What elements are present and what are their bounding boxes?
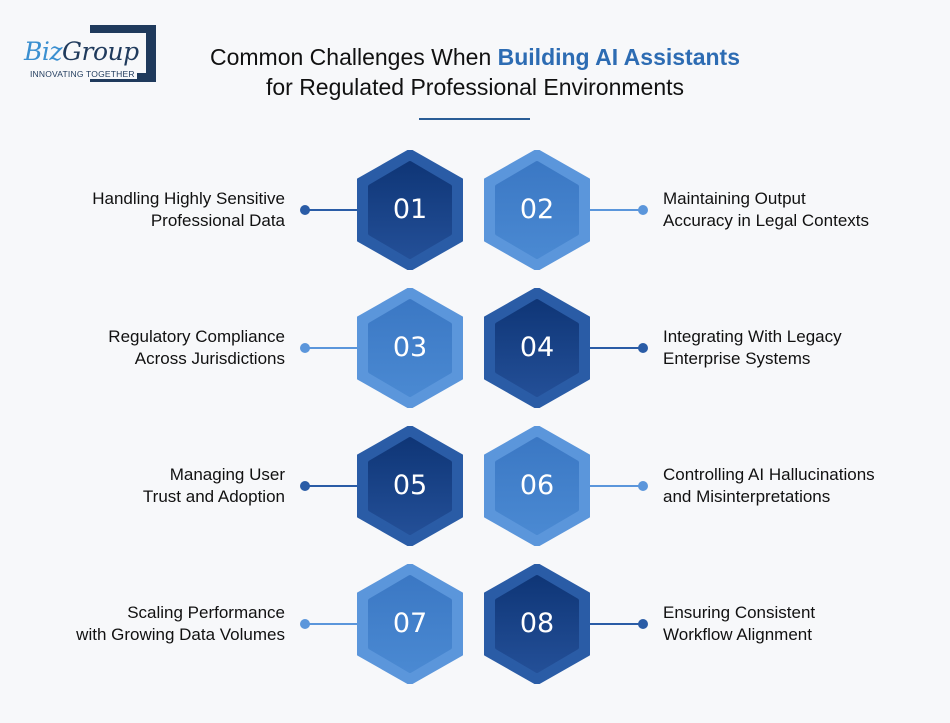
bizgroup-logo: BizGroup INNOVATING TOGETHER xyxy=(24,25,156,83)
hexagon-badge-02: 02 xyxy=(484,150,590,270)
challenge-number: 01 xyxy=(392,194,428,225)
hexagon-badge-01: 01 xyxy=(357,150,463,270)
challenge-label-line2: with Growing Data Volumes xyxy=(76,625,285,644)
challenge-label-line1: Scaling Performance xyxy=(127,603,285,622)
challenge-number: 04 xyxy=(519,332,555,363)
challenge-label-line2: Accuracy in Legal Contexts xyxy=(663,211,869,230)
challenge-label-line2: Professional Data xyxy=(150,211,285,230)
connector-dot-icon xyxy=(638,481,648,491)
challenge-number: 05 xyxy=(392,470,428,501)
connector-dot-icon xyxy=(300,205,310,215)
connector-line xyxy=(586,485,643,487)
challenge-label-line2: Trust and Adoption xyxy=(142,487,285,506)
hexagon-shape-icon xyxy=(357,564,463,684)
challenge-label-line2: Enterprise Systems xyxy=(663,349,811,368)
title-accent: Building AI Assistants xyxy=(497,44,741,70)
logo-tagline: INNOVATING TOGETHER xyxy=(30,69,137,79)
challenge-label-line1: Regulatory Compliance xyxy=(108,327,285,346)
connector-dot-icon xyxy=(638,343,648,353)
logo-wordmark: BizGroup xyxy=(24,37,139,66)
challenge-label-line2: Workflow Alignment xyxy=(663,625,812,644)
challenge-label-line1: Controlling AI Hallucinations xyxy=(663,465,875,484)
challenge-number: 03 xyxy=(392,332,428,363)
page-title-line1: Common Challenges When Building AI Assis… xyxy=(0,42,950,73)
logo-frame-inner xyxy=(90,33,146,73)
connector-line xyxy=(305,623,361,625)
challenge-number: 07 xyxy=(392,608,428,639)
connector-dot-icon xyxy=(638,205,648,215)
hexagon-shape-icon xyxy=(357,288,463,408)
connector-line xyxy=(586,209,643,211)
challenge-number: 06 xyxy=(519,470,555,501)
challenge-label-line1: Ensuring Consistent xyxy=(663,603,816,622)
connector-line xyxy=(586,347,643,349)
challenge-label-07: Scaling Performance with Growing Data Vol… xyxy=(76,602,285,646)
hexagon-badge-08: 08 xyxy=(484,564,590,684)
hexagon-shape-icon xyxy=(484,426,590,546)
challenge-label-line1: Managing User xyxy=(169,465,285,484)
connector-line xyxy=(305,485,361,487)
connector-dot-icon xyxy=(300,619,310,629)
connector-line xyxy=(305,347,361,349)
hexagon-badge-06: 06 xyxy=(484,426,590,546)
hexagon-shape-icon xyxy=(484,288,590,408)
page-title-line2: for Regulated Professional Environments xyxy=(265,74,685,100)
challenge-number: 08 xyxy=(519,608,555,639)
connector-line xyxy=(305,209,361,211)
logo-wordmark-biz: Biz xyxy=(24,37,63,66)
hexagon-shape-icon xyxy=(357,426,463,546)
challenge-label-line1: Integrating With Legacy xyxy=(663,327,842,346)
connector-dot-icon xyxy=(638,619,648,629)
challenge-label-line2: and Misinterpretations xyxy=(663,487,831,506)
connector-line xyxy=(586,623,643,625)
hexagon-badge-05: 05 xyxy=(357,426,463,546)
hexagon-badge-03: 03 xyxy=(357,288,463,408)
challenge-label-line1: Handling Highly Sensitive xyxy=(92,189,285,208)
hexagon-shape-icon xyxy=(484,150,590,270)
title-plain: Common Challenges When xyxy=(209,44,498,70)
hexagon-badge-04: 04 xyxy=(484,288,590,408)
challenge-label-line2: Across Jurisdictions xyxy=(134,349,285,368)
hexagon-shape-icon xyxy=(357,150,463,270)
challenge-label-line1: Maintaining Output xyxy=(663,189,806,208)
logo-wordmark-group: Group xyxy=(62,37,139,66)
hexagon-badge-07: 07 xyxy=(357,564,463,684)
challenge-number: 02 xyxy=(519,194,555,225)
connector-dot-icon xyxy=(300,481,310,491)
title-underline-divider xyxy=(419,118,530,120)
challenge-label-06: Controlling AI Hallucinations and Misinte… xyxy=(663,464,875,508)
hexagon-shape-icon xyxy=(484,564,590,684)
connector-dot-icon xyxy=(300,343,310,353)
